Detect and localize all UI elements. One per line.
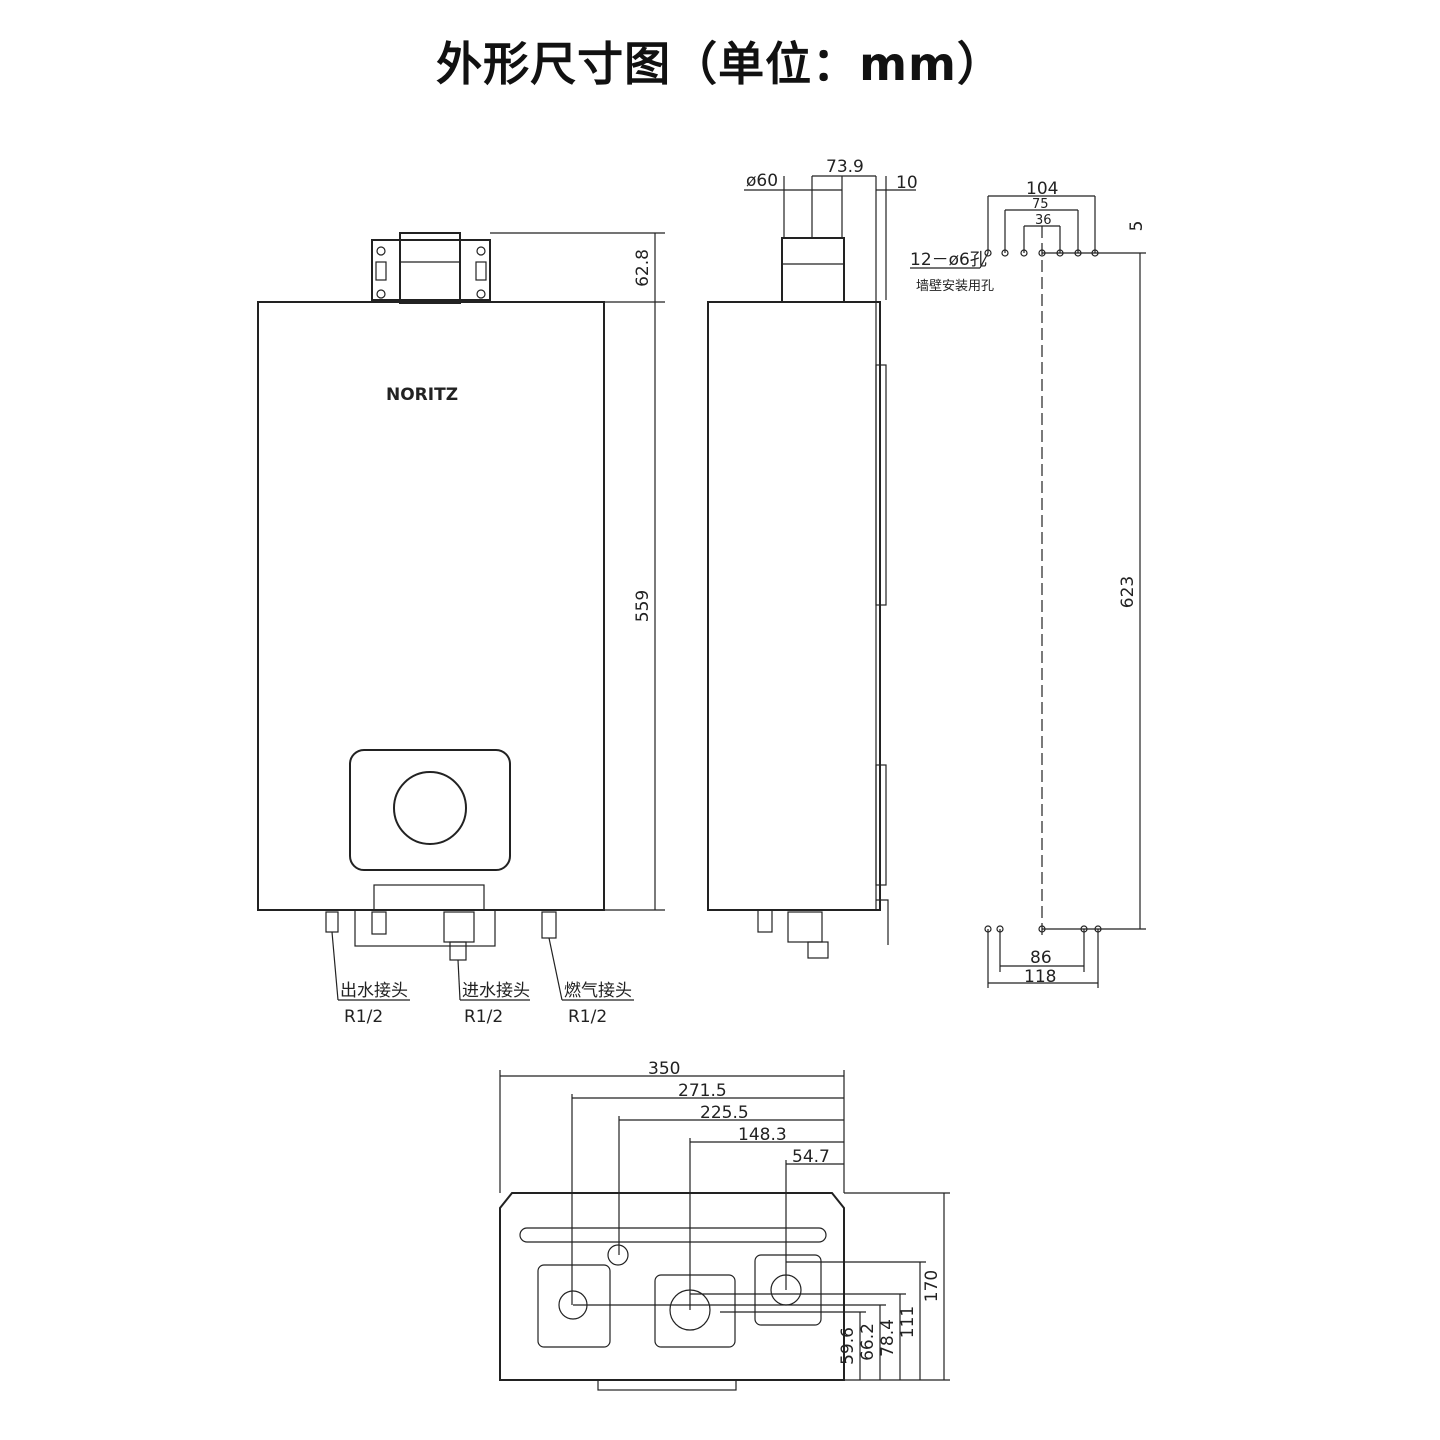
dim-vert-170: 170	[922, 1270, 942, 1302]
outlet-label: 出水接头	[340, 981, 408, 1001]
dim-mount-inner: 36	[1035, 213, 1052, 228]
dim-bottom-350: 350	[648, 1059, 680, 1079]
dim-diameter: ø60	[746, 171, 778, 191]
inlet-size: R1/2	[464, 1007, 503, 1027]
dim-bottom-outer: 118	[1024, 967, 1056, 987]
dim-vert-111: 111	[898, 1306, 918, 1338]
dim-bottom-271: 271.5	[678, 1081, 727, 1101]
outlet-size: R1/2	[344, 1007, 383, 1027]
dim-body-height: 559	[633, 590, 653, 622]
inlet-label: 进水接头	[462, 981, 530, 1001]
flue-pipe	[781, 237, 845, 303]
dim-vert-78: 78.4	[878, 1319, 898, 1357]
hole-subnote: 墙壁安装用孔	[916, 279, 994, 294]
dim-bottom-54: 54.7	[792, 1147, 830, 1167]
dim-mount-offset: 5	[1127, 221, 1147, 232]
dim-mount-mid: 75	[1032, 197, 1049, 212]
dim-offset: 73.9	[826, 157, 864, 177]
dim-vert-59: 59.6	[838, 1327, 858, 1365]
mount-view: 104 75 36 5 12－ø6孔 墙壁安装用孔 623 86 118	[910, 179, 1147, 988]
dim-top-height: 62.8	[633, 249, 653, 287]
gas-size: R1/2	[568, 1007, 607, 1027]
dim-gap: 10	[896, 173, 918, 193]
bottom-plate	[499, 1192, 845, 1381]
side-view: ø60 73.9 10	[707, 157, 918, 959]
control-panel	[349, 749, 511, 871]
gas-label: 燃气接头	[564, 981, 632, 1001]
dim-mount-height: 623	[1118, 576, 1138, 608]
bottom-view: 350 271.5 225.5 148.3 54.7 170 111 78.4 …	[499, 1059, 950, 1391]
dim-mount-top: 104	[1026, 179, 1058, 199]
side-body	[707, 301, 881, 911]
page-title: 外形尺寸图（单位：mm）	[436, 37, 1004, 91]
hole-note: 12－ø6孔	[910, 250, 987, 270]
front-view: NORITZ 出水接头 R1/2 进水接头 R1/2 燃气接头 R1/2 62.…	[257, 232, 665, 1027]
brand-logo: NORITZ	[386, 385, 458, 405]
top-bracket	[371, 239, 491, 301]
dim-bottom-inner: 86	[1030, 948, 1052, 968]
dim-vert-66: 66.2	[858, 1323, 878, 1361]
dim-bottom-148: 148.3	[738, 1125, 787, 1145]
control-knob	[393, 771, 467, 845]
flue-collar	[399, 232, 461, 304]
dim-bottom-225: 225.5	[700, 1103, 749, 1123]
